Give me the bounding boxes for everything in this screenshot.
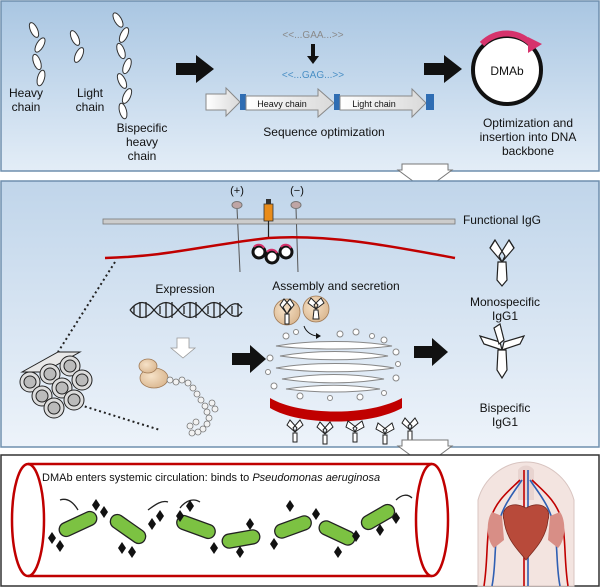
- arrow-right-icon: [232, 345, 266, 373]
- dna-helix-icon: [129, 301, 243, 319]
- arrow-right-icon: [414, 338, 448, 366]
- vesicle-antibody-icon: [273, 295, 330, 326]
- arrow-down-icon: [307, 44, 319, 64]
- electrode-plus-label: (+): [230, 185, 244, 197]
- arrow-down-icon: [169, 337, 197, 359]
- panel-expression: (+) (−): [0, 180, 600, 448]
- circulation-label-organism: Pseudomonas aeruginosa: [252, 472, 380, 484]
- electrode-minus-label: (−): [290, 185, 304, 197]
- monospecific-antibody-icon: [489, 238, 515, 287]
- ribosome-icon: [138, 358, 169, 389]
- heavy-chain-icon: [28, 22, 46, 87]
- arrow-right-icon: [176, 55, 214, 83]
- plasmid-label: DMAb: [490, 64, 524, 78]
- plasmid-droplets-icon: [251, 243, 294, 265]
- codon-original: <<...GAA...>>: [282, 30, 343, 41]
- skin-layer: [102, 218, 456, 225]
- bacteria-cluster-icon: [270, 494, 413, 558]
- syringe-icon: [263, 199, 274, 238]
- polypeptide-chain-icon: [166, 376, 219, 437]
- circulation-label-prefix: DMAb enters systemic circulation: binds …: [42, 472, 252, 484]
- sequence-optimization-label: Sequence optimization: [263, 125, 384, 139]
- cassette-heavy-label: Heavy chain: [257, 99, 307, 109]
- bispecific-antibody-icon: [478, 323, 526, 380]
- panel-circulation: DMAb enters systemic circulation: binds …: [0, 454, 600, 587]
- arrow-down-icon: [396, 163, 454, 191]
- bispecific-heavy-chain-icon: [112, 12, 133, 120]
- cassette-light-label: Light chain: [352, 99, 396, 109]
- functional-igg-label: Functional IgG: [463, 213, 541, 227]
- golgi-apparatus-icon: [265, 328, 401, 401]
- circulatory-system-icon: [477, 461, 575, 587]
- codon-optimized: <<...GAG...>>: [282, 70, 344, 81]
- arrow-right-icon: [424, 55, 462, 83]
- expression-cassette: [205, 86, 434, 119]
- secreted-antibodies-icon: [286, 417, 419, 445]
- light-chain-icon: [69, 30, 85, 63]
- circulation-label: DMAb enters systemic circulation: binds …: [42, 472, 380, 484]
- blood-vessel: [28, 462, 432, 578]
- muscle-membrane: [104, 235, 456, 260]
- bacteria-cluster-icon: [48, 498, 169, 558]
- assembly-label: Assembly and secretion: [272, 279, 399, 293]
- expression-label: Expression: [155, 282, 214, 296]
- bacteria-cluster-icon: [176, 499, 261, 558]
- plasmid-icon: [471, 30, 543, 106]
- muscle-fiber-bundle-icon: [19, 351, 93, 419]
- cell-membrane: [270, 398, 402, 422]
